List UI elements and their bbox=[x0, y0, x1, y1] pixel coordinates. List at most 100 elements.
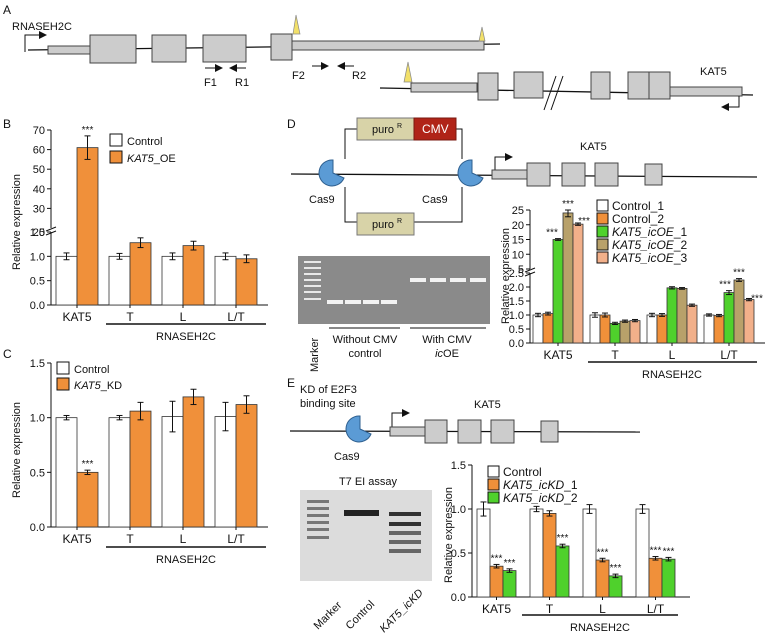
gel-marker-label: Marker bbox=[309, 337, 321, 372]
bar bbox=[476, 508, 491, 598]
significance-mark: *** bbox=[82, 459, 94, 470]
y-tick-label: 20 bbox=[33, 227, 45, 239]
y-tick-label: 70 bbox=[33, 125, 45, 137]
panel-e-label: E bbox=[287, 376, 295, 390]
legend-swatch bbox=[487, 465, 500, 478]
y-tick-label: 1.5 bbox=[30, 227, 45, 239]
panel-b-ylabel: Relative expression bbox=[11, 174, 23, 270]
bar bbox=[55, 255, 78, 306]
y-tick-label: 1.5 bbox=[509, 296, 524, 308]
bar bbox=[619, 320, 631, 344]
bar bbox=[723, 292, 735, 344]
axis-break-mark bbox=[45, 226, 57, 232]
bar bbox=[743, 299, 755, 344]
legend-label: Control_1 bbox=[612, 199, 664, 213]
legend-label: KAT5_OE bbox=[127, 153, 176, 165]
panel-e-title-2: binding site bbox=[300, 398, 356, 410]
bar bbox=[648, 557, 663, 598]
significance-mark: *** bbox=[546, 228, 558, 239]
gel-band bbox=[307, 514, 329, 517]
bar bbox=[129, 410, 152, 528]
cas9-icon bbox=[318, 159, 345, 187]
bar bbox=[108, 417, 131, 528]
bar bbox=[686, 304, 698, 344]
y-tick-label: 0.5 bbox=[30, 276, 45, 288]
y-tick-label: 15 bbox=[512, 235, 524, 247]
y-tick-label: 1.5 bbox=[451, 460, 466, 472]
x-tick-label: L bbox=[180, 310, 187, 324]
gel-lane-label: Control bbox=[344, 599, 378, 633]
bar bbox=[161, 416, 184, 528]
bar bbox=[703, 314, 715, 344]
significance-mark: *** bbox=[610, 563, 622, 574]
bar bbox=[161, 255, 184, 306]
significance-mark: *** bbox=[578, 216, 590, 227]
kat5-exon bbox=[561, 162, 586, 187]
bar bbox=[235, 258, 258, 306]
gel-band bbox=[381, 300, 397, 304]
axis-break-mark bbox=[550, 75, 564, 111]
gel-band bbox=[410, 278, 426, 282]
bar bbox=[666, 287, 678, 344]
bar bbox=[542, 313, 554, 344]
y-tick-label: 30 bbox=[33, 203, 45, 215]
gel-label-with-cmv: With CMV bbox=[422, 334, 472, 346]
utr-3-box bbox=[291, 40, 485, 51]
legend-label: KAT5_icKD_2 bbox=[503, 491, 578, 505]
gel-band bbox=[345, 300, 361, 304]
gel-lane-label: KAT5_icKD bbox=[378, 587, 426, 635]
kat5-exon bbox=[513, 71, 544, 99]
exon-3 bbox=[202, 34, 247, 63]
y-tick-label: 0.5 bbox=[451, 548, 466, 560]
gel-band bbox=[307, 536, 329, 539]
legend-swatch bbox=[596, 199, 609, 212]
significance-mark: *** bbox=[733, 268, 745, 279]
kat5-utr-box bbox=[389, 426, 426, 437]
bar bbox=[235, 404, 258, 528]
kat5-exon bbox=[526, 162, 551, 187]
panel-e-group-label: RNASEH2C bbox=[570, 622, 630, 634]
x-tick-label: L/T bbox=[647, 602, 665, 616]
y-tick-label: 2.0 bbox=[509, 282, 524, 294]
primer-f2-label: F2 bbox=[292, 70, 305, 82]
legend-label: Control bbox=[74, 364, 109, 376]
legend-label: Control_2 bbox=[612, 212, 664, 226]
cas9-label: Cas9 bbox=[334, 451, 360, 463]
y-tick-label: 25 bbox=[512, 205, 524, 217]
gel-band bbox=[304, 267, 321, 269]
cas9-icon bbox=[345, 415, 372, 443]
panel-b-group-label: RNASEH2C bbox=[156, 331, 216, 343]
panel-d-label: D bbox=[287, 117, 296, 131]
gel-band bbox=[304, 285, 321, 287]
legend-swatch bbox=[487, 478, 500, 491]
bar bbox=[542, 513, 557, 598]
y-tick-label: 1.0 bbox=[509, 310, 524, 322]
bar bbox=[713, 315, 725, 344]
x-tick-label: KAT5 bbox=[62, 532, 91, 546]
panel-d-group-label: RNASEH2C bbox=[642, 369, 702, 381]
primer-site-icon bbox=[403, 61, 413, 83]
bar bbox=[572, 223, 584, 344]
kat5-label: KAT5 bbox=[474, 399, 501, 411]
y-tick-label: 20 bbox=[512, 220, 524, 232]
gel-band bbox=[470, 278, 486, 282]
bar bbox=[214, 255, 237, 306]
cmv-label: CMV bbox=[422, 122, 449, 136]
bar bbox=[129, 242, 152, 306]
y-tick-label: 0.5 bbox=[30, 467, 45, 479]
legend-swatch-kd bbox=[56, 377, 70, 391]
gel-band bbox=[389, 522, 421, 526]
y-tick-label: 0.0 bbox=[451, 592, 466, 604]
kat5-exon bbox=[457, 419, 482, 444]
kat5-label: KAT5 bbox=[580, 141, 607, 153]
y-tick-label: 0.5 bbox=[509, 324, 524, 336]
kat5-utr-box bbox=[410, 82, 478, 93]
legend-label: Control bbox=[503, 465, 542, 479]
gel-band bbox=[389, 512, 421, 516]
gel-band bbox=[307, 507, 329, 510]
exon-4 bbox=[270, 33, 293, 61]
bar bbox=[182, 396, 205, 528]
bar bbox=[656, 314, 668, 344]
kat5-exon bbox=[490, 419, 515, 444]
